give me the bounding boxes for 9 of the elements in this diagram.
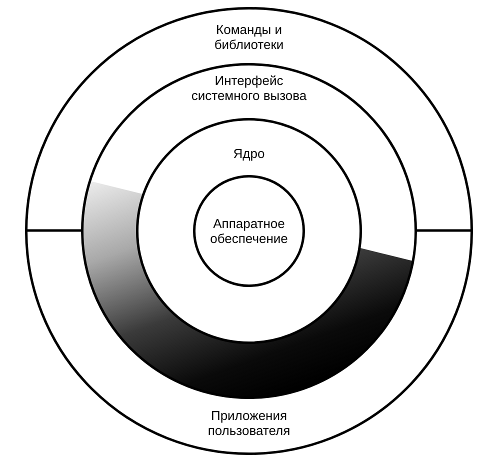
layer-label: Интерфейс системного вызова	[190, 73, 308, 103]
center-circle	[193, 175, 305, 287]
layer-label: Ядро	[232, 146, 266, 161]
layer-label: Команды и библиотеки	[213, 22, 285, 52]
layer-label: Приложения пользователя	[206, 408, 292, 438]
layer-label: Аппаратное обеспечение	[209, 216, 289, 246]
outer-ring	[25, 7, 473, 455]
middle-ring	[81, 63, 417, 399]
inner-ring	[136, 118, 362, 344]
